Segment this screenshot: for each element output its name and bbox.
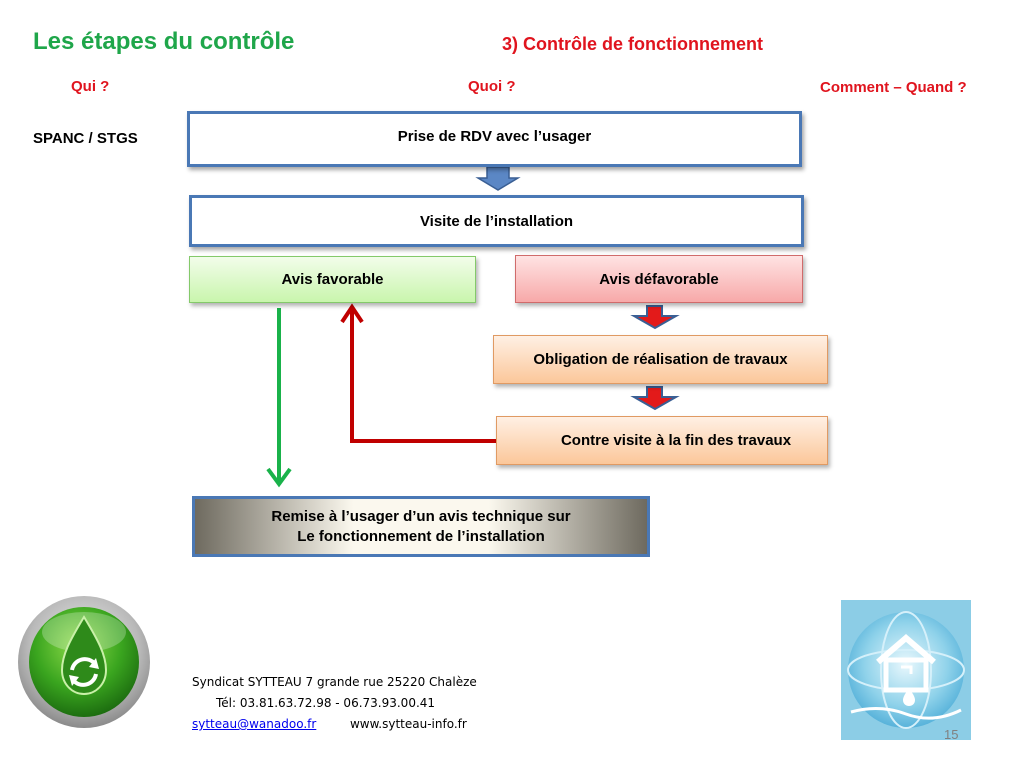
step-works-box: Obligation de réalisation de travaux [493,335,828,384]
step-revisit-label: Contre visite à la fin des travaux [560,432,792,449]
arrow-works-to-revisit [630,386,680,411]
step-rdv-label: Prise de RDV avec l’usager [397,127,592,145]
footer-address: Syndicat SYTTEAU 7 grande rue 25220 Chal… [192,675,477,689]
step-unfavorable-box: Avis défavorable [515,255,803,303]
column-header-who: Qui ? [71,78,110,95]
footer-phones: Tél: 03.81.63.72.98 - 06.73.93.00.41 [216,696,436,710]
arrow-revisit-to-favorable [350,309,497,443]
step-final-line1: Remise à l’usager d’un avis technique su… [271,507,571,525]
actor-label: SPANC / STGS [33,130,138,147]
page-number: 15 [944,727,959,742]
step-favorable-label: Avis favorable [281,271,384,288]
step-visit-label: Visite de l’installation [419,212,574,230]
arrow-unfavorable-to-works [630,305,680,330]
column-header-what: Quoi ? [468,78,516,95]
footer-links: sytteau@wanadoo.fr www.sytteau-info.fr [192,714,477,735]
step-rdv-box: Prise de RDV avec l’usager [187,111,802,167]
footer-email-link[interactable]: sytteau@wanadoo.fr [192,717,317,731]
page-title: Les étapes du contrôle [33,28,295,55]
step-favorable-box: Avis favorable [189,256,476,303]
step-final-line2: Le fonctionnement de l’installation [297,527,545,545]
step-final-box: Remise à l’usager d’un avis technique su… [192,496,650,557]
step-revisit-box: Contre visite à la fin des travaux [496,416,828,465]
footer-contact: Syndicat SYTTEAU 7 grande rue 25220 Chal… [192,672,477,735]
house-water-tap-globe-logo-icon [841,600,971,740]
step-unfavorable-label: Avis défavorable [599,270,719,288]
arrow-rdv-to-visit [475,166,521,191]
step-works-label: Obligation de réalisation de travaux [533,351,788,368]
step-visit-box: Visite de l’installation [189,195,804,247]
page-subtitle: 3) Contrôle de fonctionnement [502,34,763,54]
green-water-drop-recycle-logo-icon [18,596,150,728]
footer-website: www.sytteau-info.fr [349,717,467,731]
column-header-how-when: Comment – Quand ? [820,79,967,96]
